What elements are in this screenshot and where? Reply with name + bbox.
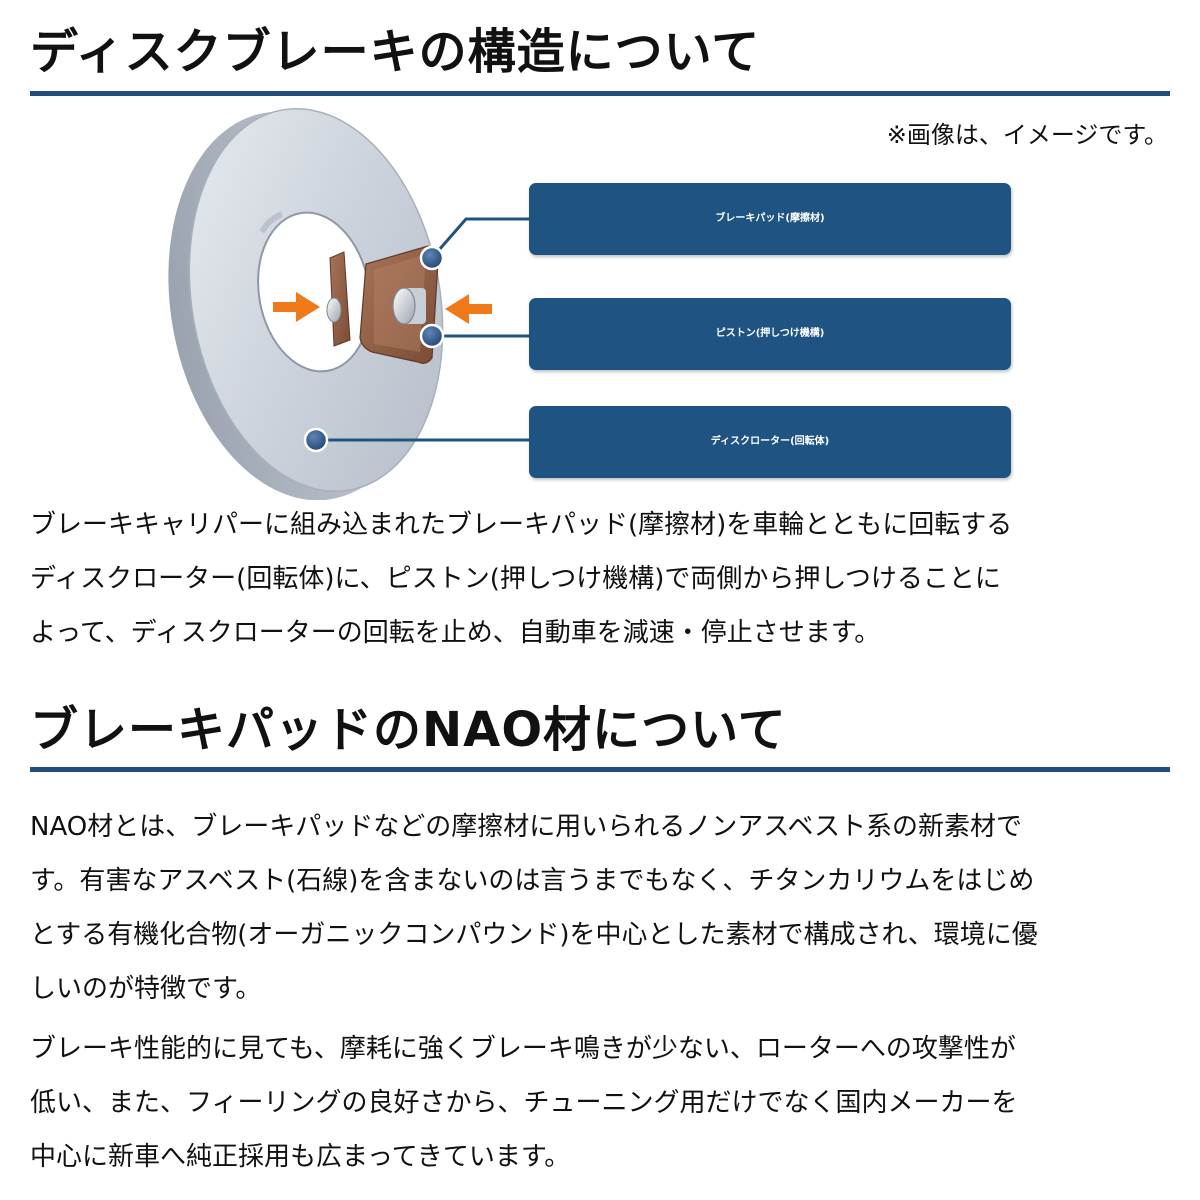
label-piston: ピストン(押しつけ機構) (529, 298, 1011, 370)
callout-dot-icon (303, 427, 329, 453)
orange-arrow-icon (273, 292, 320, 322)
label-disc-rotor: ディスクローター(回転体) (529, 406, 1011, 478)
callout-dot-icon (419, 245, 445, 271)
label-brake-pad: ブレーキパッド(摩擦材) (529, 183, 1011, 255)
text-line: NAO材とは、ブレーキパッドなどの摩擦材に用いられるノンアスベスト系の新素材で (30, 812, 1022, 842)
section-title-structure: ディスクブレーキの構造について (30, 24, 761, 80)
image-note: ※画像は、イメージです。 (886, 121, 1168, 149)
brake-illustration (168, 107, 530, 501)
text-line: ブレーキ性能的に見ても、摩耗に強くブレーキ鳴きが少ない、ローターへの攻撃性が (30, 1034, 1016, 1064)
nao-description: NAO材とは、ブレーキパッドなどの摩擦材に用いられるノンアスベスト系の新素材で … (30, 800, 1170, 1016)
nao-performance-description: ブレーキ性能的に見ても、摩耗に強くブレーキ鳴きが少ない、ローターへの攻撃性が 低… (30, 1022, 1170, 1184)
text-line: す。有害なアスベスト(石線)を含まないのは言うまでもなく、チタンカリウムをはじめ (30, 866, 1035, 896)
text-line: ディスクローター(回転体)に、ピストン(押しつけ機構)で両側から押しつけることに (30, 564, 1001, 594)
text-line: ブレーキキャリパーに組み込まれたブレーキパッド(摩擦材)を車輪とともに回転する (30, 510, 1013, 540)
text-line: しいのが特徴です。 (30, 974, 262, 1004)
brake-diagram (0, 100, 1200, 501)
callout-dot-icon (419, 323, 445, 349)
text-line: 低い、また、フィーリングの良好さから、チューニング用だけでなく国内メーカーを (30, 1088, 1018, 1118)
text-line: 中心に新車へ純正採用も広まってきています。 (30, 1142, 571, 1172)
text-line: よって、ディスクローターの回転を止め、自動車を減速・停止させます。 (30, 618, 881, 648)
callout-lines (316, 217, 530, 442)
title-underline (30, 91, 1170, 96)
orange-arrow-icon (445, 294, 492, 324)
piston (326, 287, 426, 325)
structure-description: ブレーキキャリパーに組み込まれたブレーキパッド(摩擦材)を車輪とともに回転する … (30, 498, 1170, 660)
section-title-nao: ブレーキパッドのNAO材について (30, 702, 787, 758)
title-underline (30, 767, 1170, 772)
text-line: とする有機化合物(オーガニックコンパウンド)を中心とした素材で構成され、環境に優 (30, 920, 1038, 950)
